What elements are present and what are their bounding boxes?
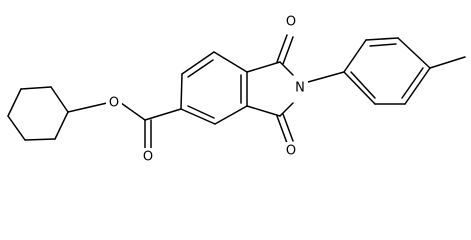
atom-labels: O O O O N [106, 13, 308, 166]
bottom-carbonyl-oxygen-label: O [286, 144, 296, 159]
ester-group [67, 102, 182, 149]
molecule-structure-diagram: O O O O N [7, 13, 466, 166]
ester-carbonyl-oxygen-label: O [143, 150, 153, 165]
cyclohexyl-ring [7, 86, 69, 141]
benzo-ring [180, 51, 248, 125]
imide-nitrogen-label: N [295, 81, 305, 96]
ester-oxygen-label: O [109, 96, 119, 111]
tolyl-group [307, 37, 466, 105]
imide-ring [246, 34, 294, 144]
top-carbonyl-oxygen-label: O [286, 15, 296, 30]
